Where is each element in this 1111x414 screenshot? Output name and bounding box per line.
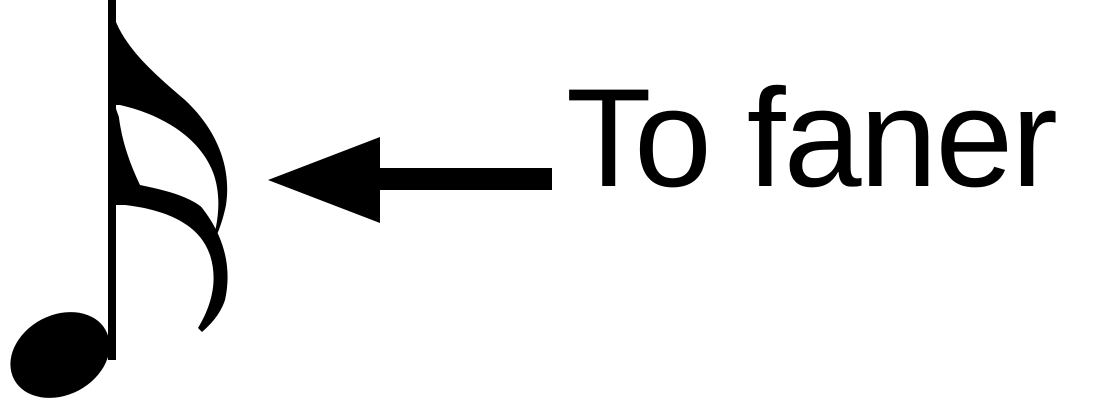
sixteenth-note-icon [10,0,228,398]
arrow-left-icon [268,137,552,223]
note-head [10,312,110,398]
note-stem [108,0,116,360]
annotation-label: To faner [566,59,1058,216]
note-flag-upper [110,0,228,250]
note-flag-gap [118,108,213,218]
arrow-shaft [370,168,552,190]
arrow-head [268,137,380,223]
